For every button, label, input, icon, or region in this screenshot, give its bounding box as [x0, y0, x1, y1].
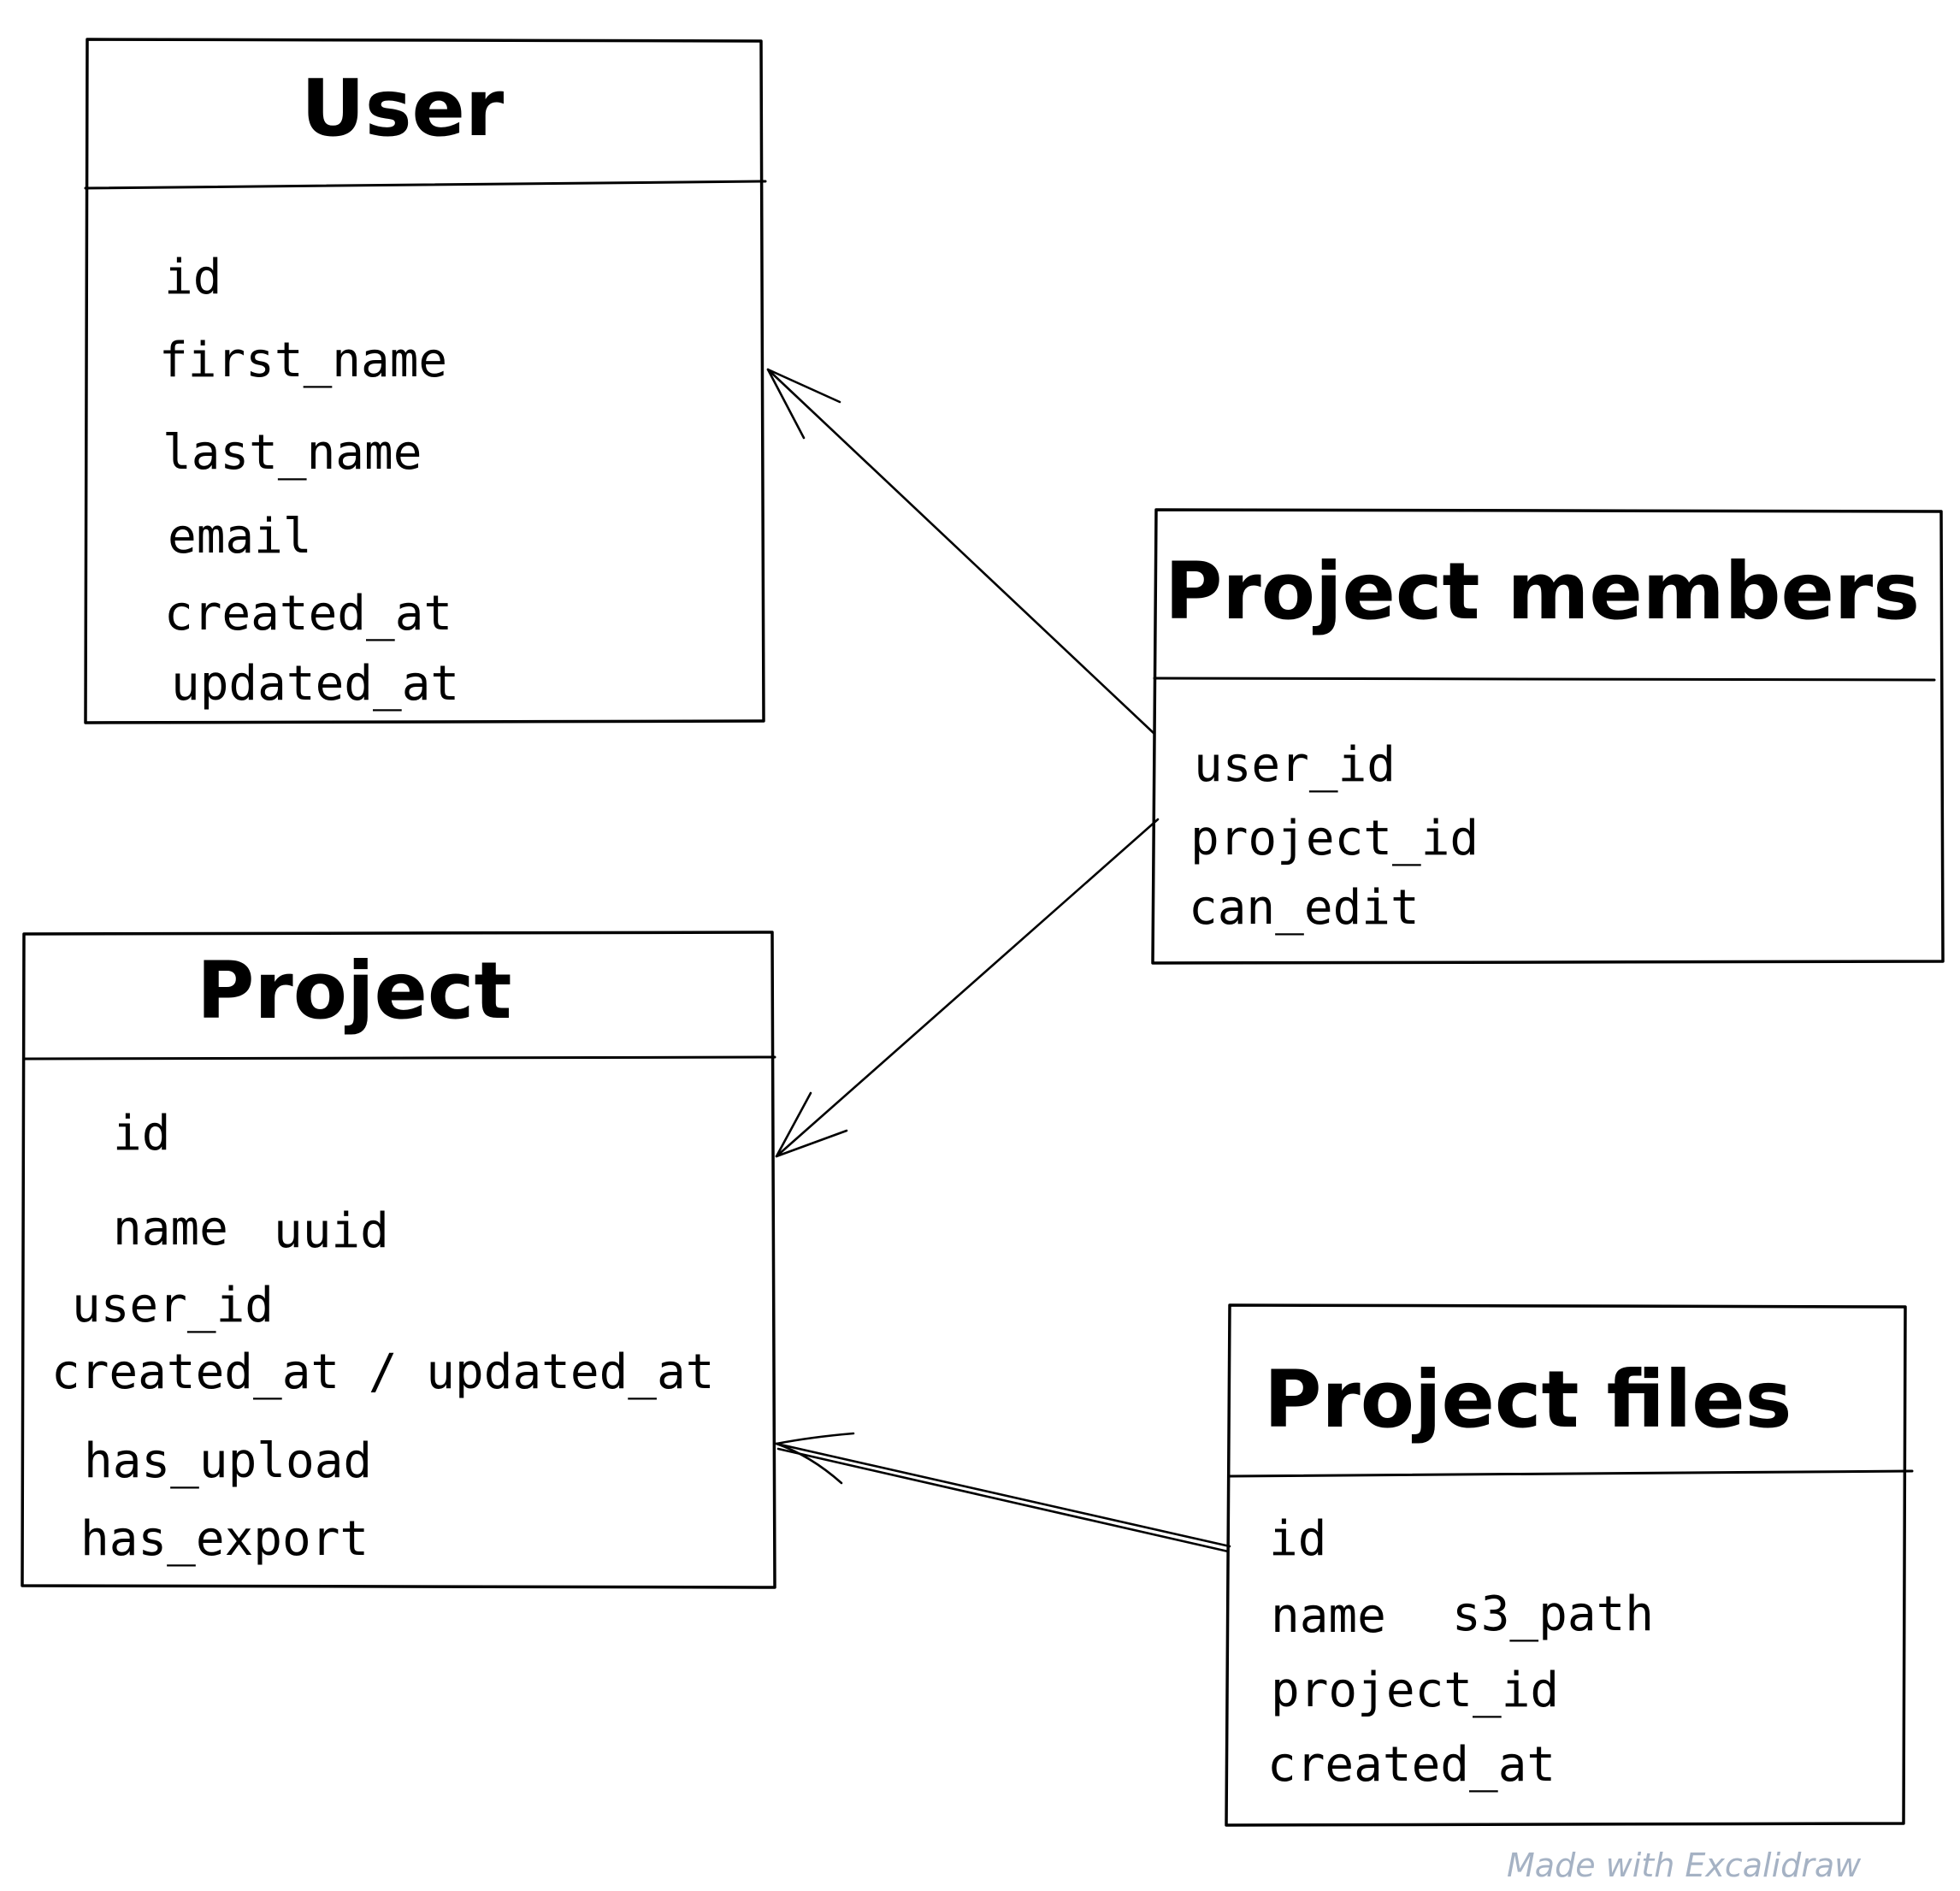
project-members-field-user-id: user_id: [1194, 737, 1396, 793]
user-field-email: email: [168, 509, 312, 564]
user-field-created-at: created_at: [164, 586, 452, 641]
relation-members-to-project-arrowhead: [775, 1091, 848, 1158]
user-field-first-name: first_name: [159, 333, 447, 388]
entity-project-divider: [22, 1055, 776, 1061]
entity-user-box: [84, 38, 765, 724]
relation-files-to-project-line: [775, 1442, 1231, 1548]
project-field-has-upload: has_upload: [84, 1433, 372, 1489]
project-files-field-project-id: project_id: [1271, 1663, 1559, 1718]
entity-project-members[interactable]: Project members user_id project_id can_e…: [1151, 508, 1945, 965]
project-field-name: name: [113, 1201, 228, 1256]
project-members-field-can-edit: can_edit: [1189, 880, 1420, 936]
entity-project-files-title: Project files: [1264, 1354, 1792, 1445]
project-files-field-name: name: [1271, 1588, 1386, 1644]
entity-project-members-box: [1151, 508, 1945, 965]
project-files-field-id: id: [1269, 1511, 1326, 1567]
entity-project-files-box: [1225, 1303, 1907, 1827]
project-field-has-export: has_export: [80, 1511, 369, 1567]
user-field-id: id: [164, 250, 221, 305]
relation-members-to-project-line: [775, 818, 1160, 1158]
entity-user-title: User: [301, 62, 505, 154]
entity-project[interactable]: Project id name uuid user_id created_at …: [21, 931, 776, 1589]
entity-project-title: Project: [197, 945, 511, 1037]
relation-members-to-user-arrowhead: [766, 368, 841, 440]
relation-files-to-project-arrowhead: [775, 1432, 855, 1485]
relation-files-to-project-line-2: [776, 1447, 1230, 1553]
user-field-updated-at: updated_at: [171, 656, 459, 712]
relation-members-to-user-line: [766, 368, 1156, 736]
project-files-field-s3-path: s3_path: [1452, 1587, 1654, 1642]
entity-project-members-title: Project members: [1165, 546, 1920, 637]
user-field-last-name: last_name: [162, 425, 422, 481]
entity-user-divider: [84, 180, 767, 190]
entity-project-members-divider: [1153, 677, 1936, 682]
relation-files-to-project[interactable]: [775, 1432, 1231, 1553]
relation-members-to-project[interactable]: [775, 818, 1160, 1158]
project-field-id: id: [113, 1106, 170, 1161]
entity-project-files[interactable]: Project files id name s3_path project_id…: [1225, 1303, 1914, 1827]
project-files-field-created-at: created_at: [1267, 1737, 1556, 1793]
project-field-user-id: user_id: [72, 1278, 274, 1333]
relation-members-to-user[interactable]: [766, 368, 1156, 736]
entity-user[interactable]: User id first_name last_name email creat…: [84, 38, 767, 724]
project-field-created-updated-at: created_at / updated_at: [51, 1344, 714, 1400]
entity-project-files-divider: [1228, 1469, 1914, 1478]
excalidraw-watermark: Made with Excalidraw: [1507, 1847, 1862, 1884]
project-field-uuid: uuid: [274, 1203, 389, 1259]
project-members-field-project-id: project_id: [1190, 811, 1479, 866]
entity-project-box: [21, 931, 776, 1589]
